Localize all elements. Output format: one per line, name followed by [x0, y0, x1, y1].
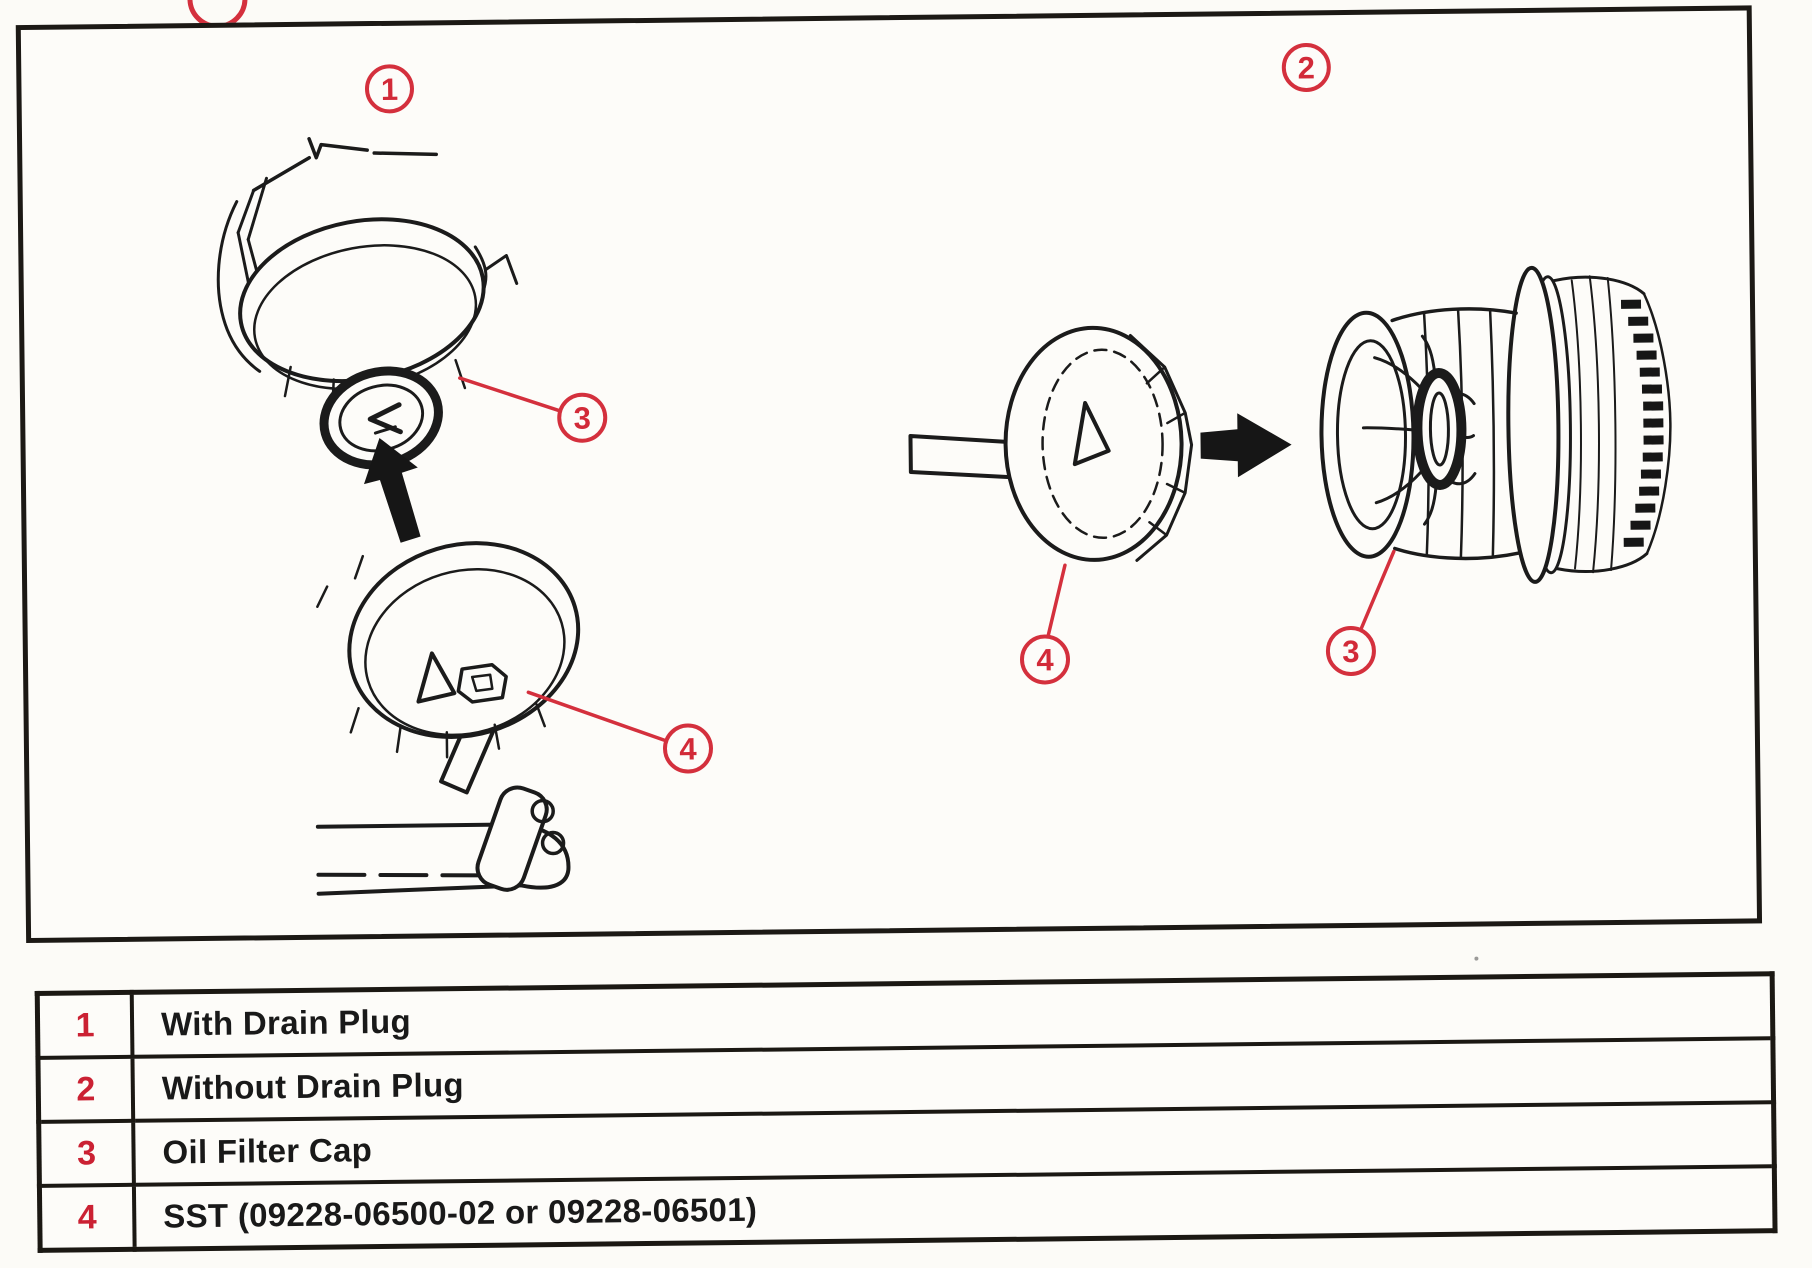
callout-leader-lines-panel2: [1046, 549, 1396, 640]
callout-circle-sst-panel1: [662, 723, 713, 774]
callout-number: 4: [679, 731, 697, 766]
callout-number: 3: [573, 401, 591, 436]
callout-circle-cap-panel2: [1325, 625, 1376, 676]
up-arrow-icon: [363, 437, 421, 543]
right-arrow-icon: [1200, 413, 1292, 478]
legend-row-number: 4: [39, 1184, 135, 1251]
sst-wrench-on-extension: [908, 325, 1194, 562]
callout-number: 4: [1036, 642, 1054, 677]
callout-leader-lines-panel1: [458, 376, 668, 743]
figure-illustration: 3 4 1: [216, 42, 1672, 896]
legend-row-number: 2: [37, 1056, 134, 1122]
callout-circle-cap-panel1: [557, 392, 608, 443]
panel1-label: 1: [381, 72, 399, 107]
sst-wrench-with-handle: [315, 541, 581, 896]
cap-thread-ribs: [1620, 299, 1664, 547]
legend-table: 1 With Drain Plug 2 Without Drain Plug 3…: [34, 971, 1778, 1253]
oil-filter-cap-on-engine: [238, 217, 486, 470]
legend-row-number: 1: [37, 992, 133, 1058]
panel2-label: 2: [1297, 50, 1315, 85]
legend-section: 1 With Drain Plug 2 Without Drain Plug 3…: [34, 971, 1778, 1253]
scan-speck: [1474, 956, 1479, 961]
engine-illustration: [216, 137, 519, 373]
legend-row-number: 3: [38, 1120, 134, 1186]
oil-filter-cap-illustration: [1319, 265, 1672, 584]
callout-circle-sst-panel2: [1020, 634, 1071, 685]
callout-number: 3: [1342, 634, 1360, 669]
panel1-label-circle: [364, 64, 414, 114]
figure-frame: 3 4 1: [15, 5, 1763, 944]
panel2-label-circle: [1281, 42, 1331, 92]
